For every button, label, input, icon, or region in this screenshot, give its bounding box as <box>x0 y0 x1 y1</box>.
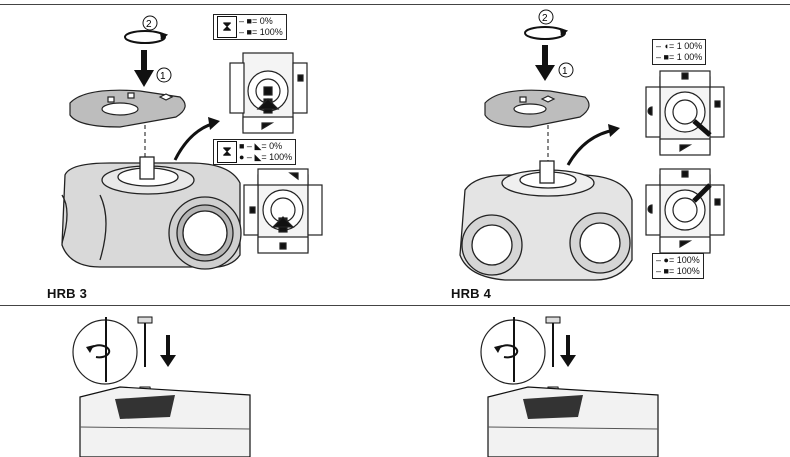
step-1-marker <box>558 62 574 78</box>
section-divider <box>0 305 790 306</box>
down-arrow-icon <box>166 335 170 357</box>
valve-body <box>61 156 242 270</box>
rotation-arrow-icon <box>89 344 111 359</box>
legend-row: ⧗ ■ – ◣= 0% ● – ◣= 100% <box>217 141 292 163</box>
hrb4-valve-diagram: 2 1 <box>459 9 725 281</box>
step-2-text: 2 <box>542 13 548 24</box>
step-2-text: 2 <box>146 19 152 30</box>
legend-text-2: ● – ◣= 100% <box>239 152 293 162</box>
hrb4-legend-a: – ◖= 1 00% – ■= 1 00% <box>652 39 707 65</box>
valve-schematic-a <box>229 52 308 134</box>
curved-arrow-icon <box>566 128 616 166</box>
legend-text-2: – ■= 100% <box>656 266 700 276</box>
step-2-marker <box>538 9 554 25</box>
hrb4-legend-b: – ●= 100% – ■= 100% <box>652 253 704 279</box>
down-arrow-icon <box>566 335 570 357</box>
hrb3-legend-b: ⧗ ■ – ◣= 0% ● – ◣= 100% <box>213 139 297 165</box>
hourglass-icon: ⧗ <box>217 16 237 38</box>
legend-text-1: – ◖= 1 00% <box>656 41 703 51</box>
adapter-plate <box>69 89 186 128</box>
valve-schematic-b <box>645 168 725 254</box>
valve-schematic-a <box>645 70 725 156</box>
actuator-mounting-left <box>72 316 251 457</box>
hourglass-icon: ⧗ <box>217 141 237 163</box>
down-arrow-icon <box>542 45 548 67</box>
actuator-mounting-right <box>480 316 659 457</box>
hrb4-label: HRB 4 <box>451 286 492 301</box>
down-arrow-icon <box>141 50 147 72</box>
valve-body <box>459 160 633 281</box>
legend-row: ⧗ – ■= 0% – ■= 100% <box>217 16 283 38</box>
step-1-text: 1 <box>160 71 166 82</box>
step-2-marker <box>142 15 158 31</box>
legend-text-2: – ■= 1 00% <box>656 52 703 62</box>
legend-text-1: ■ – ◣= 0% <box>239 141 283 151</box>
top-border-line <box>0 4 790 5</box>
legend-text-1: – ■= 0% <box>239 16 273 26</box>
rotation-arrow-icon <box>524 26 569 40</box>
valve-schematic-b <box>243 168 323 254</box>
adapter-plate <box>484 89 590 128</box>
rotation-arrow-icon <box>497 344 519 359</box>
hrb3-valve-diagram: 2 1 <box>61 15 323 270</box>
screw-head <box>137 316 153 324</box>
rotation-arrow-icon <box>124 30 169 44</box>
step-1-marker <box>156 67 172 83</box>
hrb3-label: HRB 3 <box>47 286 88 301</box>
step-1-text: 1 <box>562 66 568 77</box>
curved-arrow-icon <box>173 121 216 161</box>
legend-text-2: – ■= 100% <box>239 27 283 37</box>
hrb3-legend-a: ⧗ – ■= 0% – ■= 100% <box>213 14 287 40</box>
screw-head <box>545 316 561 324</box>
legend-text-1: – ●= 100% <box>656 255 700 265</box>
